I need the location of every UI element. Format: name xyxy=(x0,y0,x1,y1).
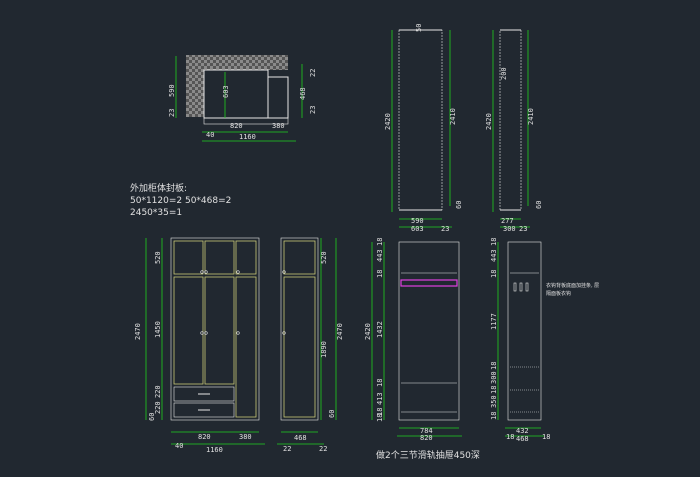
dim: 300 xyxy=(490,371,498,384)
inner-cabinet-outline xyxy=(398,241,460,421)
dim: 23 xyxy=(519,225,527,233)
dim: 50 xyxy=(415,24,423,32)
dim: 18 xyxy=(490,270,498,278)
hanging-rail xyxy=(400,279,458,287)
side-cabinet-outline xyxy=(280,237,319,421)
dim: 468 xyxy=(516,435,529,443)
dim: 2420 xyxy=(384,113,392,130)
dim: 2470 xyxy=(336,323,344,340)
dim: 40 xyxy=(175,442,183,450)
cabinet-front-outline xyxy=(170,237,260,421)
dim: 18 xyxy=(490,238,498,246)
dim: 277 xyxy=(501,217,514,225)
dim: 18 xyxy=(506,433,514,441)
dim: 380 xyxy=(272,122,285,130)
dim: 60 xyxy=(455,201,463,209)
dim: 220 xyxy=(154,385,162,398)
dim: 60 xyxy=(328,410,336,418)
dim: 1432 xyxy=(376,321,384,338)
dim: 18 xyxy=(490,362,498,370)
dim: 784 xyxy=(420,427,433,435)
dim: 468 xyxy=(294,434,307,442)
inner-side-elevation: 18 443 18 1177 18 300 18 350 18 432 468 … xyxy=(490,238,599,443)
dim: 820 xyxy=(198,433,211,441)
panel-title: 外加柜体封板: xyxy=(130,182,187,194)
dim: 2410 xyxy=(449,108,457,125)
dim: 443 xyxy=(376,249,384,262)
dim: 520 xyxy=(320,251,328,264)
inner-elevation: 18 443 18 1432 2420 18 413 18 18 784 820 xyxy=(364,238,462,442)
dim: 1160 xyxy=(206,446,223,454)
side-elevation: 520 1890 2470 60 468 22 22 xyxy=(277,237,344,453)
side-note-line2: 隔面板衣钩 xyxy=(546,290,571,297)
dim: 2410 xyxy=(527,108,535,125)
dim: 22 xyxy=(309,69,317,77)
dim: 350 xyxy=(490,395,498,408)
dim: 18 xyxy=(490,412,498,420)
dim: 300 xyxy=(503,225,516,233)
inner-side-outline xyxy=(507,241,542,421)
dim: 18 xyxy=(376,379,384,387)
dim: 413 xyxy=(376,392,384,405)
dim: 590 xyxy=(411,217,424,225)
dim: 1177 xyxy=(490,313,498,330)
dim: 60 xyxy=(148,413,156,421)
dim: 23 xyxy=(441,225,449,233)
dim: 40 xyxy=(206,131,214,139)
dim: 603 xyxy=(411,225,424,233)
drawer-note: 做2个三节滑轨抽屉450深 xyxy=(376,449,480,461)
dim: 432 xyxy=(516,427,529,435)
panel-notes: 外加柜体封板: 50*1120=2 50*468=2 2450*35=1 xyxy=(130,182,231,218)
dim: 1160 xyxy=(239,133,256,141)
panel-line1: 50*1120=2 50*468=2 xyxy=(130,196,231,206)
dim: 603 xyxy=(222,85,230,98)
dim: 200 xyxy=(500,67,508,80)
side-note-line1: 衣钩背板底面加挂条, 层 xyxy=(546,282,599,289)
cabinet-side-outline xyxy=(398,29,443,211)
dim: 18 xyxy=(376,270,384,278)
side-section-right: 2420 2410 277 300 23 60 200 xyxy=(485,29,543,233)
dim: 443 xyxy=(490,249,498,262)
cabinet-side-outline xyxy=(499,29,522,211)
dim: 2420 xyxy=(364,323,372,340)
dim: 380 xyxy=(239,433,252,441)
dim: 590 xyxy=(168,84,176,97)
dim: 22 xyxy=(319,445,327,453)
dim: 820 xyxy=(230,122,243,130)
dim: 468 xyxy=(299,87,307,100)
dim: 23 xyxy=(309,106,317,114)
dim: 18 xyxy=(376,238,384,246)
dim: 1890 xyxy=(320,341,328,358)
side-section-left: 2420 2410 590 603 23 60 50 xyxy=(384,24,463,233)
dim: 18 xyxy=(376,408,384,416)
dim: 2420 xyxy=(485,113,493,130)
dim: 22 xyxy=(283,445,291,453)
dim: 820 xyxy=(420,434,433,442)
dim: 1450 xyxy=(154,321,162,338)
dim: 23 xyxy=(168,109,176,117)
dim: 60 xyxy=(535,201,543,209)
front-elevation: 2470 520 1450 220 220 60 40 820 380 1160 xyxy=(134,237,265,454)
dim: 18 xyxy=(542,433,550,441)
dim: 220 xyxy=(154,401,162,414)
dim: 2470 xyxy=(134,323,142,340)
dim: 18 xyxy=(490,386,498,394)
plan-view: 590 603 23 40 820 380 468 23 22 1160 xyxy=(168,55,317,142)
dim: 520 xyxy=(154,251,162,264)
dim: 18 xyxy=(376,414,384,422)
panel-line2: 2450*35=1 xyxy=(130,208,182,218)
